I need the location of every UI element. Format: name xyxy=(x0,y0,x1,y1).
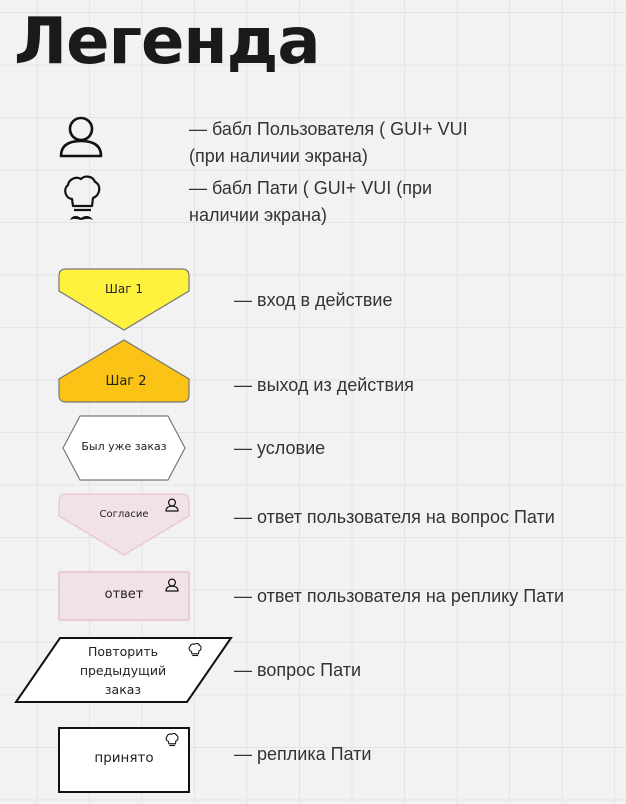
pati-replica-desc: — реплика Пати xyxy=(234,744,372,764)
action-exit-shape xyxy=(58,339,190,403)
action-entry-label: Шаг 1 xyxy=(105,282,143,296)
condition-desc: — условие xyxy=(234,438,326,458)
action-exit-desc: — выход из действия xyxy=(234,375,414,395)
user-answer-replica-label: ответ xyxy=(104,587,144,602)
pati-question-label-line1: Повторить xyxy=(87,644,159,659)
user-icon xyxy=(165,578,179,592)
action-entry-shape xyxy=(58,268,190,331)
condition-label: Был уже заказ xyxy=(81,440,167,453)
action-entry-desc: — вход в действие xyxy=(234,290,393,310)
user-answer-replica-desc: — ответ пользователя на реплику Пати xyxy=(234,586,565,606)
pati-question-desc: — вопрос Пати xyxy=(234,660,361,680)
pati-question-label: Повторить предыдущий заказ xyxy=(63,642,183,699)
chef-icon xyxy=(188,642,202,657)
pati-question-label-line3: заказ xyxy=(104,682,142,697)
action-exit-label: Шаг 2 xyxy=(105,374,147,389)
pati-replica-shape xyxy=(58,727,190,793)
user-bubble-desc-line1: — бабл Пользователя ( GUI+ VUI xyxy=(189,119,468,139)
pati-replica-label: принято xyxy=(94,750,154,766)
condition-shape xyxy=(62,415,186,481)
user-answer-replica-shape xyxy=(58,571,190,621)
pati-bubble-desc-line2: наличии экрана) xyxy=(189,205,328,225)
user-answer-question-desc: — ответ пользователя на вопрос Пати xyxy=(234,507,555,527)
chef-icon xyxy=(64,175,101,220)
user-icon xyxy=(165,498,179,512)
user-answer-question-label: Согласие xyxy=(99,509,149,520)
pati-bubble-desc-line1: — бабл Пати ( GUI+ VUI (при xyxy=(189,178,433,198)
user-answer-question-shape xyxy=(58,493,190,556)
user-icon xyxy=(59,116,103,158)
page-title: Легенда xyxy=(14,5,320,79)
pati-question-label-line2: предыдущий xyxy=(79,663,167,678)
pati-question-shape xyxy=(14,637,233,703)
user-bubble-desc-line2: (при наличии экрана) xyxy=(189,146,368,166)
chef-icon xyxy=(165,732,179,747)
